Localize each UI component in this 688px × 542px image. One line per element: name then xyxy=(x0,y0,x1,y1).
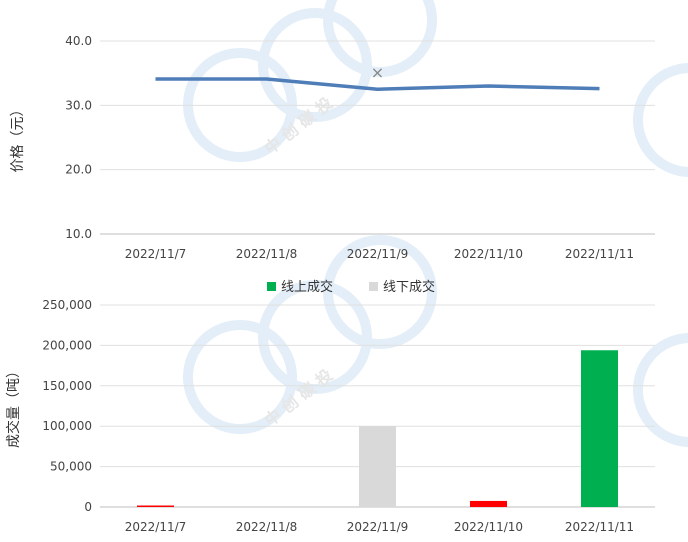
bar xyxy=(470,500,507,507)
bar-ytick-label: 50,000 xyxy=(50,460,92,474)
bar-ylabel: 成交量（吨） xyxy=(5,364,22,448)
line-marker-x: × xyxy=(371,63,384,82)
bar-ytick-label: 150,000 xyxy=(42,379,92,393)
bar-xtick-label: 2022/11/11 xyxy=(565,520,634,534)
line-ytick-label: 30.0 xyxy=(65,98,92,112)
legend-swatch xyxy=(369,282,378,291)
line-ytick-label: 10.0 xyxy=(65,227,92,241)
bar-xtick-label: 2022/11/7 xyxy=(125,520,187,534)
watermark-ring xyxy=(258,280,372,394)
line-xtick-label: 2022/11/10 xyxy=(454,247,523,261)
line-xtick-label: 2022/11/8 xyxy=(236,247,298,261)
line-ylabel: 价格（元） xyxy=(10,103,26,173)
line-xtick-label: 2022/11/7 xyxy=(125,247,187,261)
bar-xtick-label: 2022/11/8 xyxy=(236,520,298,534)
bar-xtick-label: 2022/11/10 xyxy=(454,520,523,534)
line-xtick-label: 2022/11/11 xyxy=(565,247,634,261)
bar-ytick-label: 200,000 xyxy=(42,338,92,352)
bar-ytick-label: 0 xyxy=(84,500,92,514)
watermark-ring xyxy=(633,333,688,447)
bar xyxy=(137,505,174,507)
watermark-ring xyxy=(258,8,372,122)
legend-label: 线上成交 xyxy=(281,279,333,295)
watermark-ring xyxy=(183,320,297,434)
watermark-ring xyxy=(323,0,437,77)
bar-xtick-label: 2022/11/9 xyxy=(347,520,409,534)
bar xyxy=(359,426,396,507)
watermark-cn-text: 中 创 碳 投 xyxy=(261,365,336,430)
line-series xyxy=(155,77,600,91)
watermark-cn-text: 中 创 碳 投 xyxy=(261,93,336,158)
line-ytick-label: 20.0 xyxy=(65,163,92,177)
bar xyxy=(581,350,618,507)
legend-swatch xyxy=(267,282,276,291)
watermark-ring xyxy=(323,235,437,349)
bar-ytick-label: 100,000 xyxy=(42,419,92,433)
line-xtick-label: 2022/11/9 xyxy=(347,247,409,261)
watermark-ring xyxy=(633,63,688,177)
line-ytick-label: 40.0 xyxy=(65,34,92,48)
legend-label: 线下成交 xyxy=(383,279,435,295)
bar-ytick-label: 250,000 xyxy=(42,298,92,312)
